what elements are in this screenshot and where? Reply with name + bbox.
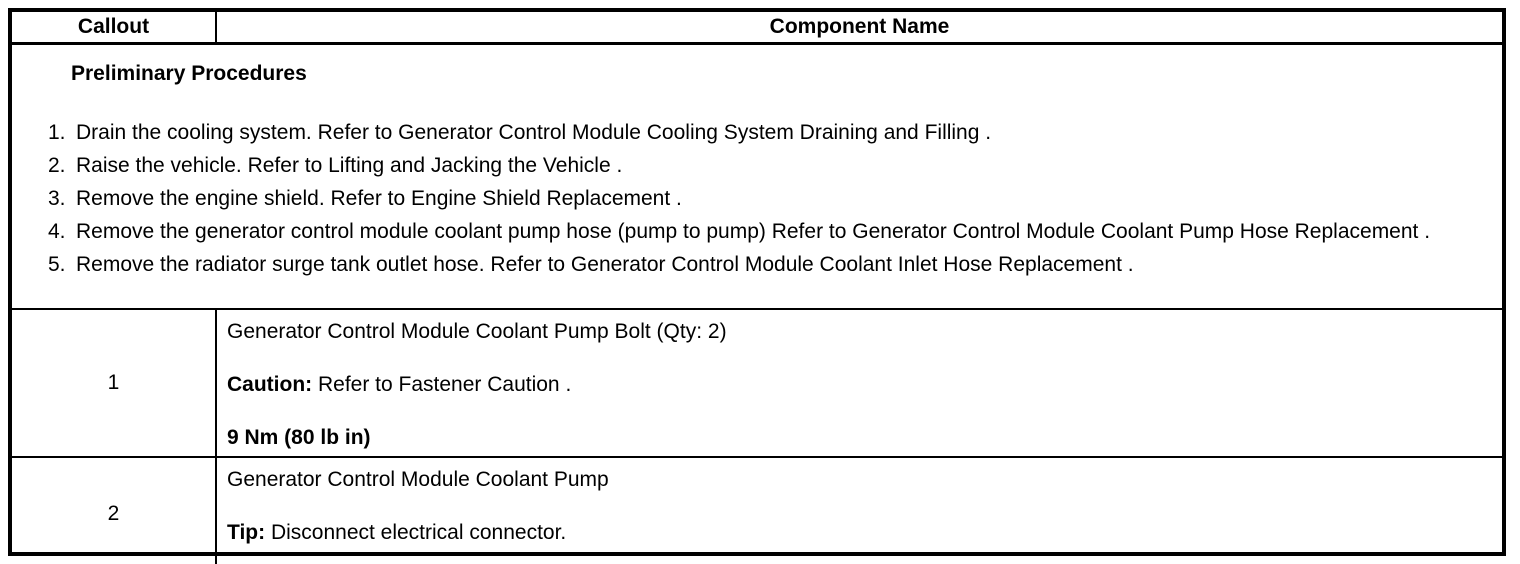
component-paragraph: Caution: Refer to Fastener Caution . <box>227 368 1478 401</box>
callout-column-header: Callout <box>12 12 217 42</box>
preliminary-procedures-section: Preliminary Procedures 1. Drain the cool… <box>12 45 1502 310</box>
preliminary-steps-list: 1. Drain the cooling system. Refer to Ge… <box>12 116 1502 281</box>
text-run: Disconnect electrical connector. <box>265 521 567 544</box>
step-number: 5. <box>48 253 66 276</box>
preliminary-procedures-title: Preliminary Procedures <box>71 62 307 85</box>
text-run: Generator Control Module Coolant Pump <box>227 468 609 491</box>
procedure-step: 2. Raise the vehicle. Refer to Lifting a… <box>48 149 1468 182</box>
text-run: Generator Control Module Coolant Pump Bo… <box>227 320 727 343</box>
step-number: 4. <box>48 220 66 243</box>
procedure-step: 5. Remove the radiator surge tank outlet… <box>48 248 1468 281</box>
step-text: Raise the vehicle. Refer to Lifting and … <box>76 154 623 177</box>
component-paragraph: 9 Nm (80 lb in) <box>227 421 1478 454</box>
text-run: Refer to Fastener Caution . <box>312 373 572 396</box>
component-paragraph: Tip: Disconnect electrical connector. <box>227 516 1478 549</box>
callout-number: 2 <box>12 458 217 564</box>
step-text: Remove the radiator surge tank outlet ho… <box>76 253 1134 276</box>
callout-component-table: Callout Component Name Preliminary Proce… <box>8 8 1506 564</box>
table-row: 2 Generator Control Module Coolant Pump … <box>12 458 1502 564</box>
component-cell: Generator Control Module Coolant Pump Ti… <box>217 458 1502 564</box>
table-header-row: Callout Component Name <box>12 12 1502 45</box>
component-name-column-header: Component Name <box>769 15 950 38</box>
bold-run: Caution: <box>227 373 313 396</box>
step-number: 2. <box>48 154 66 177</box>
bold-run: 9 Nm (80 lb in) <box>227 426 371 449</box>
step-text: Drain the cooling system. Refer to Gener… <box>76 121 992 144</box>
component-cell: Generator Control Module Coolant Pump Bo… <box>217 310 1502 456</box>
table-row: 1 Generator Control Module Coolant Pump … <box>12 310 1502 458</box>
step-text: Remove the generator control module cool… <box>76 220 1431 243</box>
procedure-step: 1. Drain the cooling system. Refer to Ge… <box>48 116 1468 149</box>
procedure-step: 4. Remove the generator control module c… <box>48 215 1468 248</box>
procedure-step: 3. Remove the engine shield. Refer to En… <box>48 182 1468 215</box>
component-paragraph: Generator Control Module Coolant Pump <box>227 463 1478 496</box>
callout-number: 1 <box>12 310 217 456</box>
component-paragraph: Generator Control Module Coolant Pump Bo… <box>227 315 1478 348</box>
step-text: Remove the engine shield. Refer to Engin… <box>76 187 682 210</box>
bold-run: Tip: <box>227 521 266 544</box>
step-number: 3. <box>48 187 66 210</box>
step-number: 1. <box>48 121 66 144</box>
